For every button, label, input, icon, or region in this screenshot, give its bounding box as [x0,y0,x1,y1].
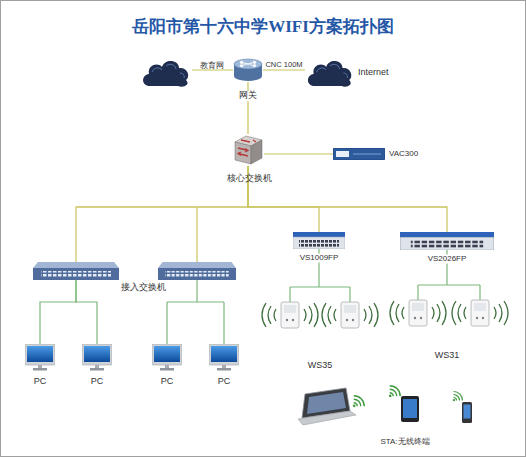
pc: PC [82,344,112,371]
pc-icon [209,344,239,371]
wifi-symbol [453,392,463,402]
network-wire [196,207,197,262]
network-link [76,280,97,344]
pc-label: PC [34,377,47,387]
wifi-symbol [389,386,400,397]
poe-switch: VS2026FP [400,232,494,250]
access-point [452,300,508,326]
poe-switch: VS1009FP [293,232,345,249]
access-switch-label: 接入交换机 [121,283,166,293]
network-link [248,166,447,232]
pc-icon [152,344,182,371]
poe-switch-label: VS2026FP [427,255,468,264]
cloud-icon [143,61,188,87]
pc: PC [209,344,239,371]
cloud-label: Internet [358,68,389,78]
poe-switch-icon [400,232,494,250]
diagram-title: 岳阳市第十六中学WIFI方案拓扑图 [132,18,394,37]
cloud: Internet [305,57,355,89]
core-switch-icon [235,136,262,164]
core-switch-label: 核心交换机 [227,174,272,184]
device-group-label: WS31 [435,351,460,361]
poe-switch-icon [293,232,345,249]
router-icon [233,58,263,82]
poe-switch-label: VS1009FP [299,254,340,263]
laptop-base [298,411,356,425]
network-wire [167,280,224,344]
network-link [76,166,248,262]
device-group-label: WS35 [308,361,333,371]
router: 网关 [233,58,263,82]
core-switch: 核心交换机 [232,134,264,166]
network-link [263,69,305,70]
phone-screen [464,405,471,419]
access-switch-icon [158,262,236,280]
access-switch: 接入交换机 [33,262,119,280]
router-label: 网关 [238,91,258,101]
access-switch-icon [33,262,119,280]
wifi-symbol [353,396,364,407]
access-point [390,300,446,326]
pc-icon [82,344,112,371]
network-link [247,82,248,134]
pc-label: PC [218,377,231,387]
poe-switch-icon [293,232,345,249]
router-icon [234,59,262,81]
network-link [40,280,76,344]
pc-label: PC [161,377,174,387]
pc-icon [25,344,55,371]
network-link [264,153,333,154]
network-wire [290,249,350,302]
controller: VAC300 [333,148,385,160]
access-point [262,302,318,328]
phone-body [462,402,472,423]
access-point [322,302,378,328]
cloud-icon [308,61,351,87]
network-wire [418,250,480,300]
laptop-display [307,392,346,414]
pc-icon [152,344,182,371]
terminal-label: STA:无线终端 [380,438,429,447]
controller-label: VAC300 [389,150,418,159]
poe-switch-icon [400,232,494,250]
link-label: 教育网 [200,62,224,71]
access-switch-icon [33,262,119,280]
controller-icon [333,148,385,160]
pc-icon [25,344,55,371]
pc: PC [152,344,182,371]
link-label: CNC 100M [265,61,302,69]
core-switch-icon [232,134,264,166]
controller-icon [333,148,385,160]
pc: PC [25,344,55,371]
tablet-screen [403,399,417,418]
pc-icon [82,344,112,371]
pc-icon [209,344,239,371]
tablet-body [401,396,419,422]
cloud-icon [305,57,355,89]
pc-label: PC [91,377,104,387]
